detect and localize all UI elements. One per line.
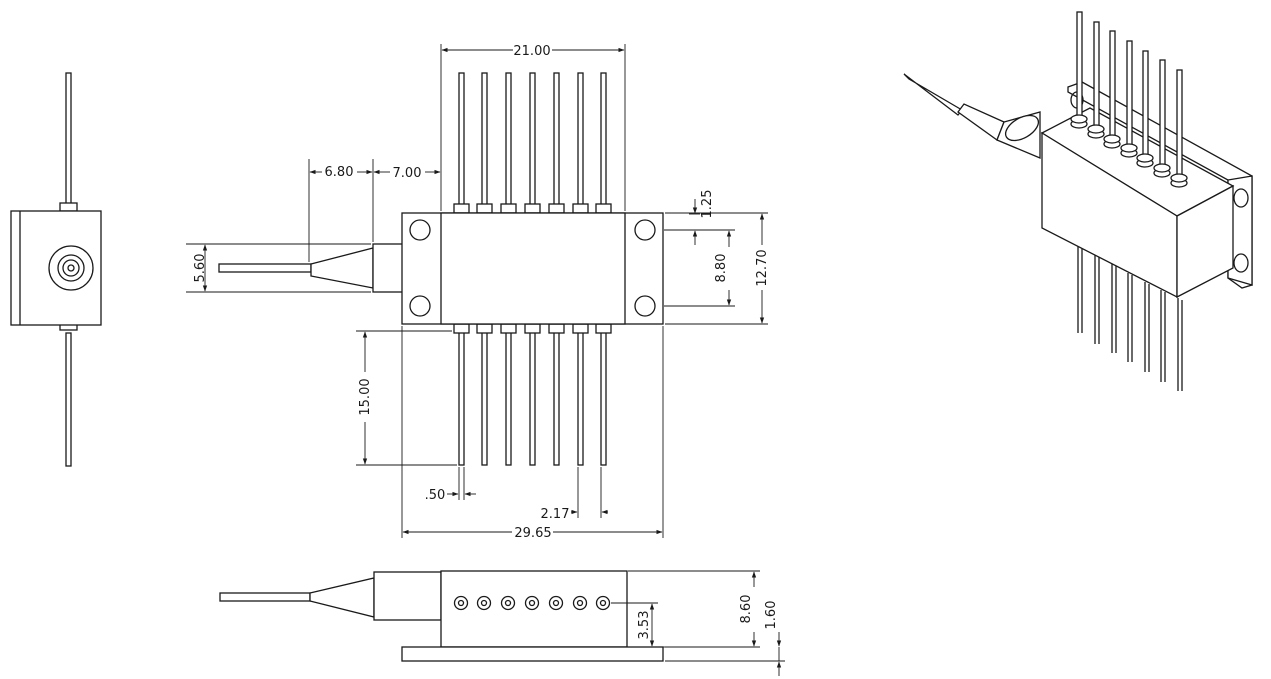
dim-hole-spacing: 8.80	[714, 254, 729, 283]
dim-pin-length: 15.00	[358, 378, 373, 415]
dim-top-width: 21.00	[513, 44, 550, 59]
side-pin-row	[453, 595, 611, 611]
fiber-boot	[310, 247, 374, 289]
mount-hole	[634, 295, 656, 317]
mount-hole	[409, 219, 431, 241]
isometric-view	[903, 11, 1253, 391]
end-view-top-pin	[65, 72, 72, 206]
dim-pin-diameter: .50	[425, 488, 446, 503]
ferrule	[372, 243, 406, 293]
side-fiber	[219, 592, 311, 602]
dim-overall-length: 29.65	[514, 526, 551, 541]
iso-upper-pins	[1070, 11, 1188, 188]
iso-body-side	[1176, 184, 1234, 299]
end-view-bottom-pin	[65, 332, 72, 467]
dim-side-height: 8.60	[739, 595, 754, 624]
end-view	[10, 72, 102, 467]
dimension-lines	[186, 44, 768, 538]
dim-pin-offset: 1.25	[700, 190, 715, 219]
dim-fiber-length: 6.80	[325, 165, 354, 180]
dim-boot-length: 7.00	[393, 166, 422, 181]
mount-hole	[634, 219, 656, 241]
fiber	[218, 263, 312, 273]
top-view-lower-pins	[453, 323, 612, 466]
iso-lower-pins	[1077, 245, 1183, 391]
top-view	[218, 72, 664, 466]
dim-flange-thickness: 1.60	[764, 601, 779, 630]
dim-side-pin-height: 3.53	[637, 611, 652, 640]
dim-pin-pitch: 2.17	[541, 507, 570, 522]
top-view-upper-pins	[453, 72, 612, 214]
side-view	[219, 570, 785, 676]
dim-body-width: 12.70	[755, 249, 770, 286]
mount-hole	[409, 295, 431, 317]
dim-ferrule-diameter: 5.60	[193, 254, 208, 283]
package-body	[440, 212, 626, 325]
side-flange	[401, 646, 664, 662]
end-view-ferrule	[48, 245, 94, 291]
end-view-body	[10, 210, 102, 326]
